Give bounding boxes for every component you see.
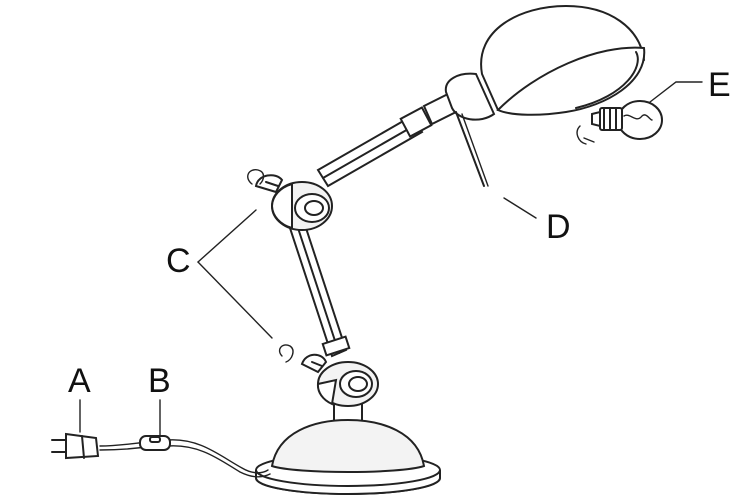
lamp-base	[255, 403, 441, 495]
label-c: C	[166, 242, 191, 280]
label-e: E	[708, 66, 731, 104]
cord-switch-icon	[139, 435, 171, 451]
label-a: A	[68, 362, 91, 400]
plug-icon	[51, 432, 100, 460]
lower-joint	[300, 353, 379, 407]
power-cord	[99, 439, 271, 478]
leader-lines	[79, 81, 703, 437]
lamp-shade	[444, 4, 646, 121]
lower-arm	[288, 220, 351, 358]
light-bulb-icon	[591, 100, 663, 140]
upper-joint	[254, 174, 333, 231]
upper-arm	[316, 92, 458, 188]
label-d: D	[546, 208, 571, 246]
joint-screw-icon	[247, 125, 595, 363]
label-b: B	[148, 362, 171, 400]
shade-screw	[455, 111, 489, 187]
